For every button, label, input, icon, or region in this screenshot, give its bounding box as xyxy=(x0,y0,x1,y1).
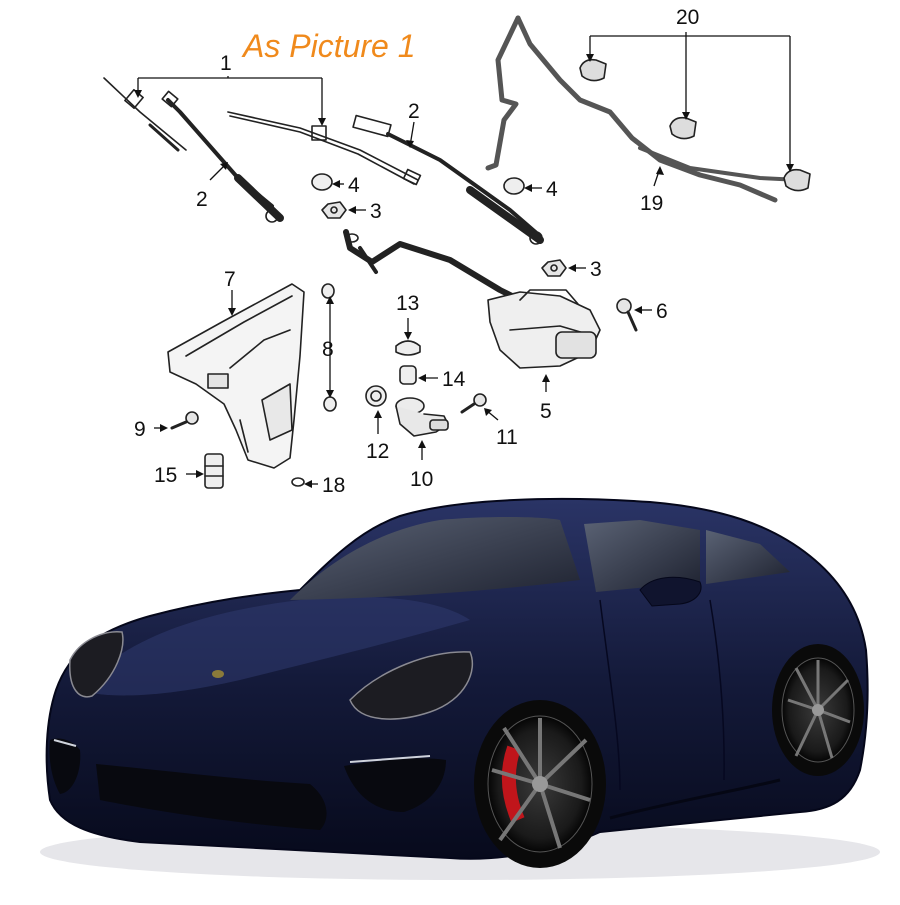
caption-as-picture-1: As Picture 1 xyxy=(243,28,416,64)
part-washer-reservoir xyxy=(167,283,305,469)
part-washer-nozzle-3 xyxy=(783,168,811,192)
callout-3-lower: 3 xyxy=(590,258,602,281)
side-window-rear xyxy=(706,530,790,584)
leader-lines xyxy=(137,32,791,485)
drl-right xyxy=(349,755,431,763)
callout-4-left: 4 xyxy=(348,174,360,197)
front-intake-center xyxy=(96,764,327,830)
door-line xyxy=(599,599,725,791)
callout-3-upper: 3 xyxy=(370,200,382,223)
callout-12: 12 xyxy=(366,440,389,463)
part-wiper-blade-right xyxy=(227,111,422,186)
part-wiper-blade-left xyxy=(103,77,187,152)
callout-labels: 1 2 2 3 3 4 4 5 6 7 8 9 10 11 12 13 14 1… xyxy=(134,6,699,497)
part-grommet-8b xyxy=(323,396,337,412)
part-wiper-arm-right xyxy=(352,114,544,245)
callout-20: 20 xyxy=(676,6,699,29)
part-cap-13 xyxy=(395,340,421,356)
part-grommet-4b xyxy=(503,177,525,195)
callout-9: 9 xyxy=(134,418,146,441)
side-mirror xyxy=(639,576,702,607)
car-illustration xyxy=(40,497,880,880)
hood-highlight xyxy=(80,596,470,696)
side-window-front xyxy=(584,520,700,592)
part-wiper-arm-left xyxy=(161,90,284,223)
front-wheel xyxy=(474,700,606,868)
part-bolt-6 xyxy=(616,298,638,332)
callout-1: 1 xyxy=(220,52,232,75)
part-grommet-4a xyxy=(311,173,333,191)
part-washer-nozzle-2 xyxy=(669,116,697,140)
rear-wheel xyxy=(772,644,864,776)
callout-4-right: 4 xyxy=(546,178,558,201)
callout-2-left: 2 xyxy=(196,188,208,211)
callout-19: 19 xyxy=(640,192,663,215)
part-washer-pump xyxy=(395,397,449,437)
part-screw-9 xyxy=(170,411,199,430)
front-intake-left xyxy=(49,738,81,794)
headlight-right xyxy=(349,651,474,720)
callout-14: 14 xyxy=(442,368,466,391)
callout-11: 11 xyxy=(496,426,518,449)
part-grommet-8a xyxy=(321,283,335,299)
part-washer-hose xyxy=(485,15,802,203)
part-level-sensor-15 xyxy=(204,453,224,489)
callout-2-right: 2 xyxy=(408,100,420,123)
callout-10: 10 xyxy=(410,468,433,491)
callout-7: 7 xyxy=(224,268,236,291)
callout-5: 5 xyxy=(540,400,552,423)
drl-left xyxy=(53,739,77,747)
windshield xyxy=(290,517,580,600)
callout-18: 18 xyxy=(322,474,345,497)
side-skirt xyxy=(609,778,781,820)
callout-6: 6 xyxy=(656,300,668,323)
part-screw-11 xyxy=(460,393,487,414)
part-washer-nozzle-1 xyxy=(579,58,607,82)
callout-15: 15 xyxy=(154,464,177,487)
part-nut-3a xyxy=(321,201,347,219)
part-ring-18 xyxy=(291,477,305,487)
part-sleeve-14 xyxy=(399,365,417,385)
part-nut-3b xyxy=(541,259,567,277)
brake-caliper-front xyxy=(501,745,525,823)
part-seal-12 xyxy=(365,385,387,407)
callout-13: 13 xyxy=(396,292,419,315)
leader-arrowheads xyxy=(134,54,794,488)
headlight-left xyxy=(69,631,124,698)
callout-8: 8 xyxy=(322,338,334,361)
part-wiper-linkage-motor xyxy=(343,229,601,369)
front-intake-right xyxy=(344,758,446,812)
hood-crest xyxy=(212,670,224,678)
